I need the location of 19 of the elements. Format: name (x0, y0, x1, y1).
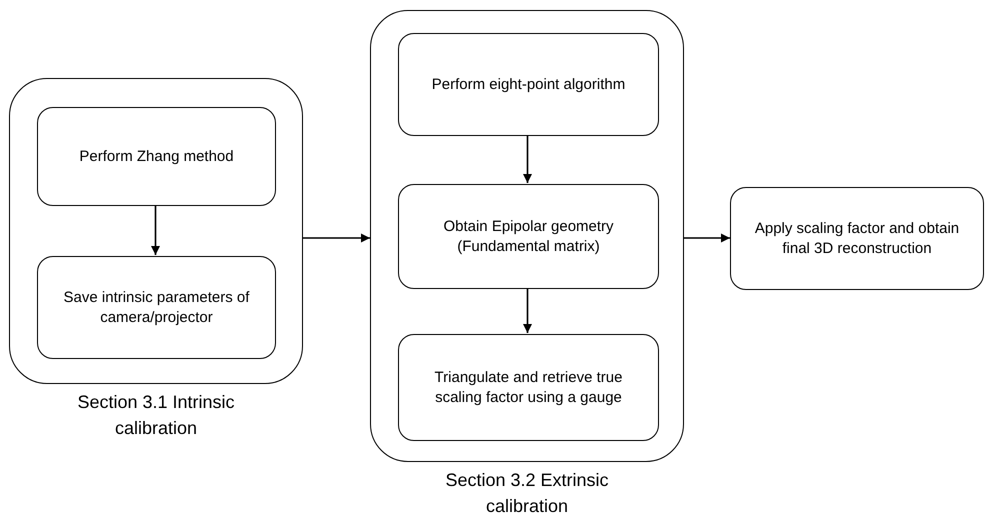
arrow (523, 288, 532, 333)
process-box (37, 107, 276, 206)
step-label: Obtain Epipolar geometry (Fundamental matrix) (442, 217, 615, 256)
arrow (151, 205, 160, 255)
process-box (398, 33, 659, 136)
process-box (398, 334, 659, 441)
step-label: Triangulate and retrieve true scaling factor using a gauge (434, 368, 624, 407)
section-caption: Section 3.1 Intrinsic calibration (76, 391, 236, 440)
process-box (730, 187, 984, 290)
step-label: Apply scaling factor and obtain final 3D reconstruction (754, 219, 960, 258)
arrow (523, 135, 532, 183)
process-box (37, 256, 276, 359)
step-label: Save intrinsic parameters of camera/projector (62, 288, 250, 327)
step-label: Perform Zhang method (79, 146, 234, 166)
arrow (303, 234, 370, 242)
arrow (684, 234, 730, 242)
step-label: Perform eight-point algorithm (432, 74, 626, 94)
process-box (398, 184, 659, 289)
section-caption: Section 3.2 Extrinsic calibration (444, 469, 610, 518)
